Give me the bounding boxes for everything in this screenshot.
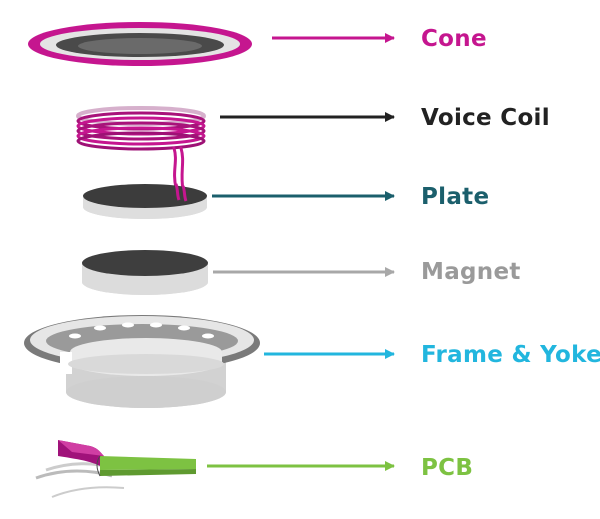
magnet-illustration <box>82 250 208 295</box>
label-magnet: Magnet <box>421 259 521 285</box>
label-cone: Cone <box>421 26 487 52</box>
label-frame-yoke: Frame & Yoke <box>421 342 600 368</box>
voice-coil-illustration <box>76 106 206 192</box>
pcb-illustration <box>35 440 196 498</box>
label-pcb: PCB <box>421 455 474 481</box>
label-voice-coil: Voice Coil <box>421 105 550 131</box>
label-plate: Plate <box>421 184 490 210</box>
cone-illustration <box>28 22 252 66</box>
frame-yoke-illustration <box>24 315 260 408</box>
plate-illustration <box>83 183 207 219</box>
